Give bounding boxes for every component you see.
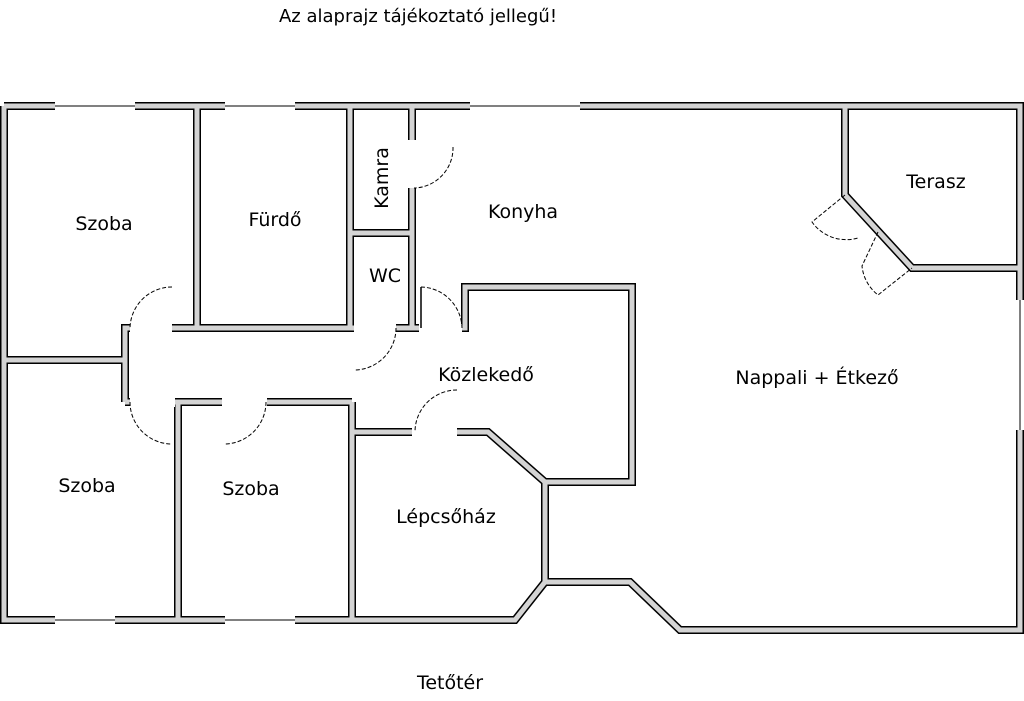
room-label-kozlekedo: Közlekedő (438, 364, 534, 386)
room-label-szoba-bottom-left: Szoba (58, 475, 115, 497)
room-label-szoba: Szoba (75, 213, 132, 235)
door-swings (129, 146, 913, 445)
room-label-wc: WC (369, 265, 401, 287)
disclaimer-note: Az alaprajz tájékoztató jellegű! (278, 6, 558, 27)
floor-label: Tetőtér (416, 672, 484, 694)
walls (0, 102, 1024, 634)
room-label-lepcsohaz: Lépcsőház (396, 506, 496, 528)
room-label-konyha: Konyha (488, 201, 558, 223)
room-label-kamra: Kamra (371, 147, 393, 209)
room-label-szoba-bottom-mid: Szoba (222, 478, 279, 500)
room-label-furdo: Fürdő (248, 209, 301, 231)
room-labels: Szoba Fürdő Kamra WC Konyha Terasz Közle… (58, 147, 965, 528)
room-label-nappali: Nappali + Étkező (735, 366, 898, 389)
room-label-terasz: Terasz (905, 171, 965, 193)
